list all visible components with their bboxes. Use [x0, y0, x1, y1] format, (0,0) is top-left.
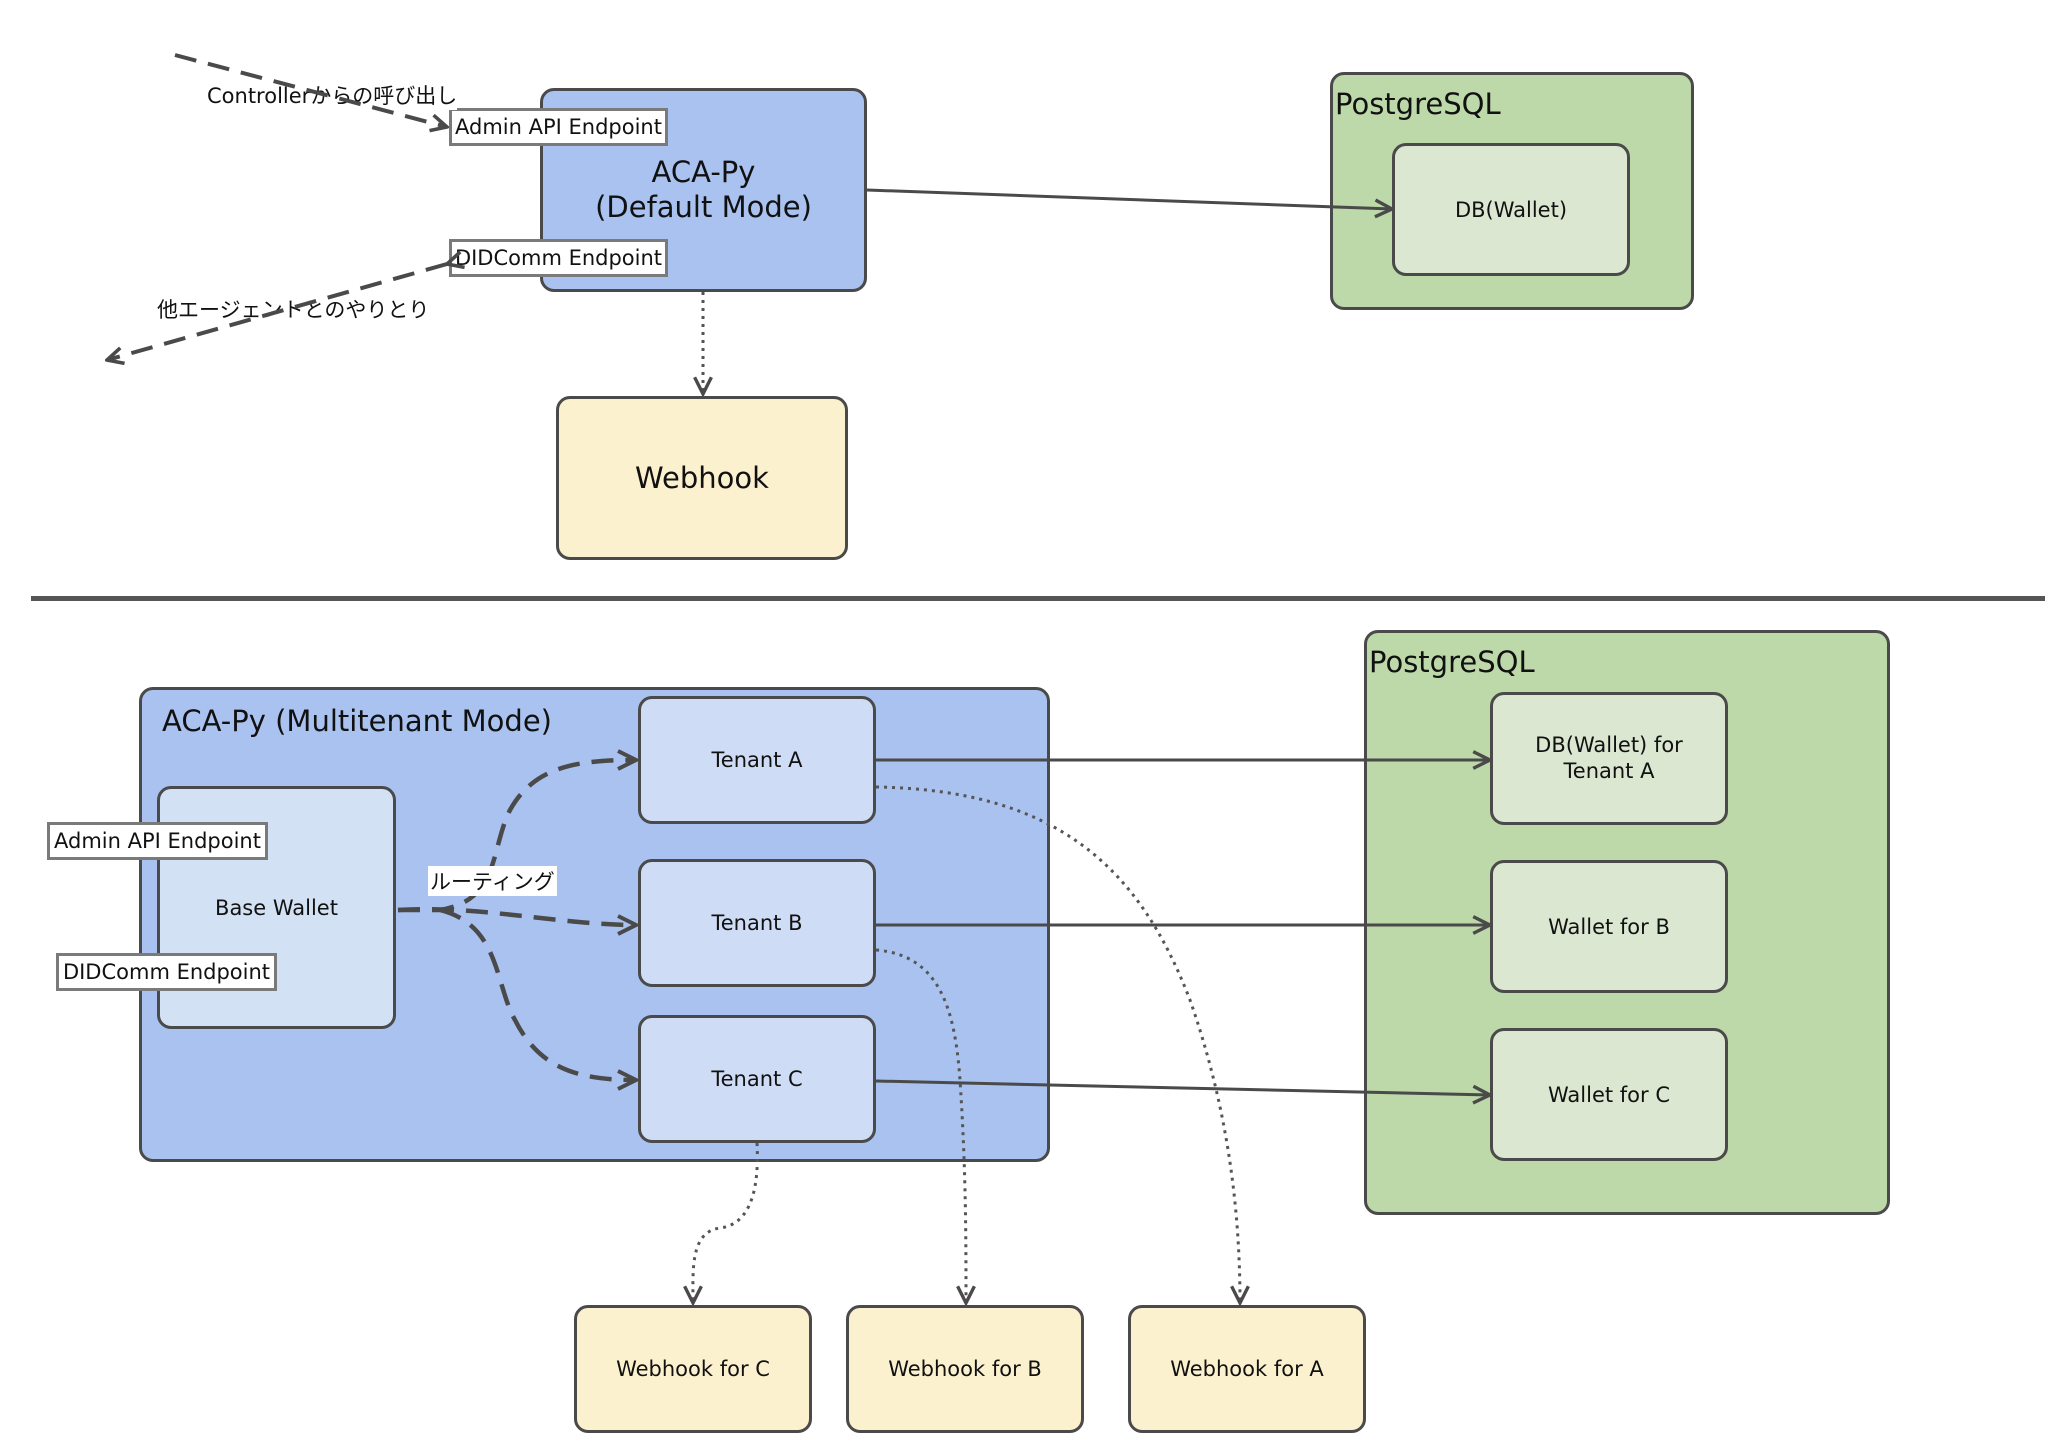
webhook-b-node: Webhook for B — [846, 1305, 1084, 1433]
acapy-to-db-arrow — [866, 188, 1392, 209]
bottom-admin-api-endpoint: Admin API Endpoint — [47, 822, 268, 860]
wallet-b-label: Wallet for B — [1548, 914, 1670, 939]
routing-to-tenant-c-arrow — [439, 907, 636, 1080]
db-wallet-tenant-a-line1: DB(Wallet) for — [1535, 733, 1683, 758]
webhook-b-label: Webhook for B — [888, 1357, 1042, 1381]
tenant-b-label: Tenant B — [711, 911, 803, 935]
tenant-c-node: Tenant C — [638, 1015, 876, 1143]
acapy-default-title-line1: ACA-Py — [651, 155, 756, 190]
db-wallet-tenant-a-line2: Tenant A — [1563, 758, 1655, 783]
top-postgresql-title: PostgreSQL — [1335, 87, 1501, 121]
routing-to-tenant-a-arrow — [398, 760, 636, 913]
tenant-a-label: Tenant A — [711, 748, 803, 772]
top-db-wallet-node: DB(Wallet) — [1392, 143, 1630, 276]
bottom-admin-api-endpoint-label: Admin API Endpoint — [54, 829, 261, 853]
top-admin-api-endpoint: Admin API Endpoint — [449, 108, 668, 146]
wallet-c-node: Wallet for C — [1490, 1028, 1728, 1161]
bottom-didcomm-endpoint-label: DIDComm Endpoint — [62, 960, 271, 984]
acapy-multitenant-title: ACA-Py (Multitenant Mode) — [162, 704, 552, 738]
tenant-b-node: Tenant B — [638, 859, 876, 987]
section-divider — [31, 596, 2045, 601]
controller-call-label: Controllerからの呼び出し — [207, 80, 458, 110]
top-db-wallet-label: DB(Wallet) — [1454, 197, 1568, 222]
top-admin-api-endpoint-label: Admin API Endpoint — [455, 115, 662, 139]
tenant-c-to-wallet-arrow — [875, 1079, 1490, 1095]
webhook-a-node: Webhook for A — [1128, 1305, 1366, 1433]
tenant-c-to-webhook-arrow — [693, 1142, 759, 1303]
tenant-a-node: Tenant A — [638, 696, 876, 824]
webhook-c-label: Webhook for C — [616, 1357, 770, 1381]
webhook-a-label: Webhook for A — [1170, 1357, 1324, 1381]
wallet-c-label: Wallet for C — [1547, 1082, 1670, 1107]
routing-to-tenant-b-arrow — [397, 906, 636, 925]
top-didcomm-endpoint-label: DIDComm Endpoint — [454, 246, 663, 270]
tenant-c-label: Tenant C — [711, 1067, 803, 1091]
bottom-postgresql-title: PostgreSQL — [1369, 645, 1535, 679]
controller-to-admin-arrow — [174, 53, 447, 127]
top-webhook-node: Webhook — [556, 396, 848, 560]
top-webhook-label: Webhook — [635, 461, 769, 495]
didcomm-other-agents-arrow — [107, 264, 447, 360]
tenant-b-to-webhook-arrow — [875, 948, 966, 1303]
base-wallet-label: Base Wallet — [215, 895, 338, 920]
webhook-c-node: Webhook for C — [574, 1305, 812, 1433]
tenant-a-to-webhook-arrow — [875, 785, 1240, 1303]
db-wallet-tenant-a-node: DB(Wallet) for Tenant A — [1490, 692, 1728, 825]
bottom-didcomm-endpoint: DIDComm Endpoint — [56, 953, 277, 991]
routing-label: ルーティング — [428, 866, 557, 896]
acapy-default-title-line2: (Default Mode) — [595, 190, 812, 224]
